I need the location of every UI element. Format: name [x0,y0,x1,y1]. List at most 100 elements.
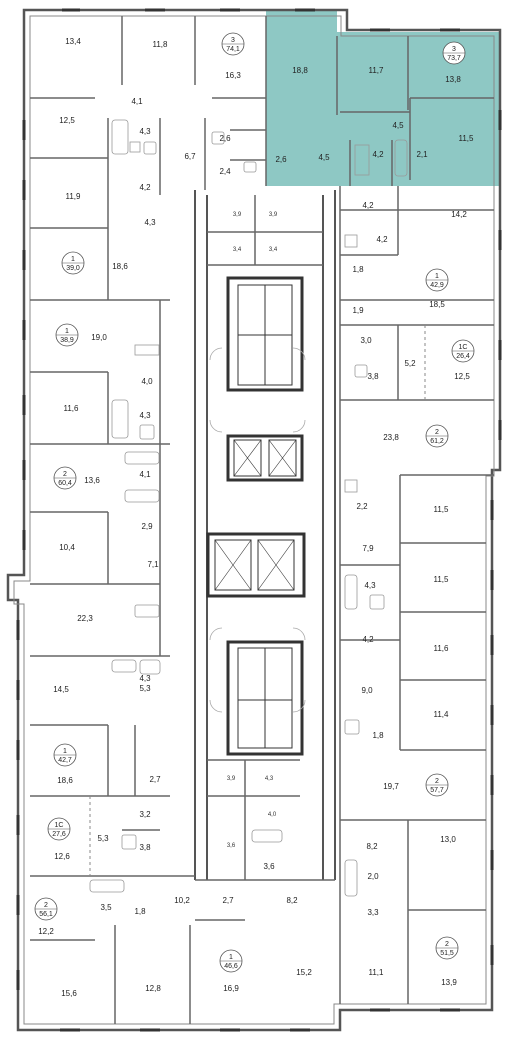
room-area: 14,5 [53,685,69,694]
room-area: 11,8 [153,40,169,49]
apartment-area: 57,7 [430,787,444,794]
room-area: 11,1 [369,968,385,977]
bathroom-fixtures [89,119,408,897]
room-area: 2,6 [219,134,231,143]
room-area: 5,2 [404,359,416,368]
storage-area: 4,0 [268,812,277,818]
room-area: 4,3 [139,674,151,683]
storage-area: 3,9 [233,212,242,218]
apartment-badge[interactable]: 1С 26,4 [451,339,475,363]
room-area: 10,2 [174,896,190,905]
apartment-room-count: 1 [63,748,67,755]
apartment-area: 42,9 [430,282,444,289]
room-area: 4,2 [372,150,384,159]
room-area: 6,7 [184,152,196,161]
apartment-badge[interactable]: 3 74,1 [221,32,245,56]
room-area: 7,9 [362,544,374,553]
room-area: 18,5 [429,300,445,309]
room-area: 4,2 [376,235,388,244]
room-area: 2,2 [356,502,368,511]
room-area: 8,2 [366,842,378,851]
room-area: 2,1 [416,150,428,159]
room-area: 4,3 [139,411,151,420]
room-area: 12,2 [38,927,54,936]
room-area: 13,8 [445,75,461,84]
room-area: 14,2 [451,210,467,219]
apartment-badge[interactable]: 1 46,6 [219,949,243,973]
room-area: 1,8 [134,907,146,916]
apartment-badge[interactable]: 1 39,0 [61,251,85,275]
outer-walls-inner [13,15,495,1025]
apartment-area: 38,9 [60,337,74,344]
apartment-room-count: 1 [435,273,439,280]
apartment-room-count: 1С [459,344,468,351]
room-area: 13,9 [441,978,457,987]
apartment-badge[interactable]: 1 42,9 [425,268,449,292]
apartment-badge[interactable]: 2 57,7 [425,773,449,797]
storage-area: 4,3 [265,776,274,782]
apartment-room-count: 1 [71,256,75,263]
room-area: 9,0 [361,686,373,695]
room-area: 19,0 [91,333,107,342]
room-area: 4,2 [139,183,151,192]
apartment-badge[interactable]: 2 51,5 [435,936,459,960]
apartment-badge[interactable]: 1 38,9 [55,323,79,347]
apartment-area: 27,6 [52,831,66,838]
apartment-badge[interactable]: 2 61,2 [425,424,449,448]
highlighted-apartment[interactable] [266,10,500,186]
apartment-room-count: 1 [65,328,69,335]
apartment-room-count: 1С [55,822,64,829]
door-swings [209,347,306,713]
stair-core-bottom [226,640,304,756]
apartment-area: 46,6 [224,963,238,970]
room-area: 15,6 [61,989,77,998]
room-area: 11,9 [66,192,82,201]
room-area: 12,5 [59,116,75,125]
room-area: 11,6 [64,404,80,413]
room-area: 16,3 [225,71,241,80]
apartment-badge[interactable]: 2 60,4 [53,466,77,490]
apartment-badge[interactable]: 1С 27,6 [47,817,71,841]
room-area: 1,8 [372,731,384,740]
room-area: 22,3 [77,614,93,623]
apartment-area: 56,1 [39,911,53,918]
apartment-badge[interactable]: 1 42,7 [53,743,77,767]
room-area: 1,9 [352,306,364,315]
stair-core-top [226,276,304,392]
storage-area: 3,9 [269,212,278,218]
room-area: 16,9 [223,984,239,993]
room-area: 7,1 [147,560,159,569]
room-area: 3,0 [360,336,372,345]
apartment-room-count: 3 [452,46,456,53]
apartment-area: 51,5 [440,950,454,957]
room-area: 2,7 [149,775,161,784]
apartment-area: 74,1 [226,46,240,53]
apartment-badges: 3 74,1 3 73,7 1 39,0 1 42,9 1 38,9 [34,32,475,973]
storage-area: 3,4 [233,247,242,253]
room-area: 4,5 [318,153,330,162]
room-area: 5,3 [139,684,151,693]
room-area: 15,2 [296,968,312,977]
storage-area: 3,4 [269,247,278,253]
room-area: 4,2 [362,635,374,644]
room-area: 4,0 [141,377,153,386]
room-area: 19,7 [383,782,399,791]
room-area: 10,4 [59,543,75,552]
apartment-area: 42,7 [58,757,72,764]
storage-area: 3,9 [227,776,236,782]
room-area: 13,4 [65,37,81,46]
storage-area: 3,6 [227,843,236,849]
room-area: 2,4 [219,167,231,176]
room-area: 3,6 [263,862,275,871]
room-area: 11,6 [434,644,450,653]
apartment-room-count: 2 [44,902,48,909]
apartment-room-count: 2 [435,429,439,436]
room-area: 3,3 [367,908,379,917]
room-area: 18,6 [112,262,128,271]
dashed-partitions [89,325,426,876]
room-area: 4,3 [144,218,156,227]
apartment-badge[interactable]: 2 56,1 [34,897,58,921]
apartment-badge[interactable]: 3 73,7 [442,41,466,65]
room-area: 18,6 [57,776,73,785]
